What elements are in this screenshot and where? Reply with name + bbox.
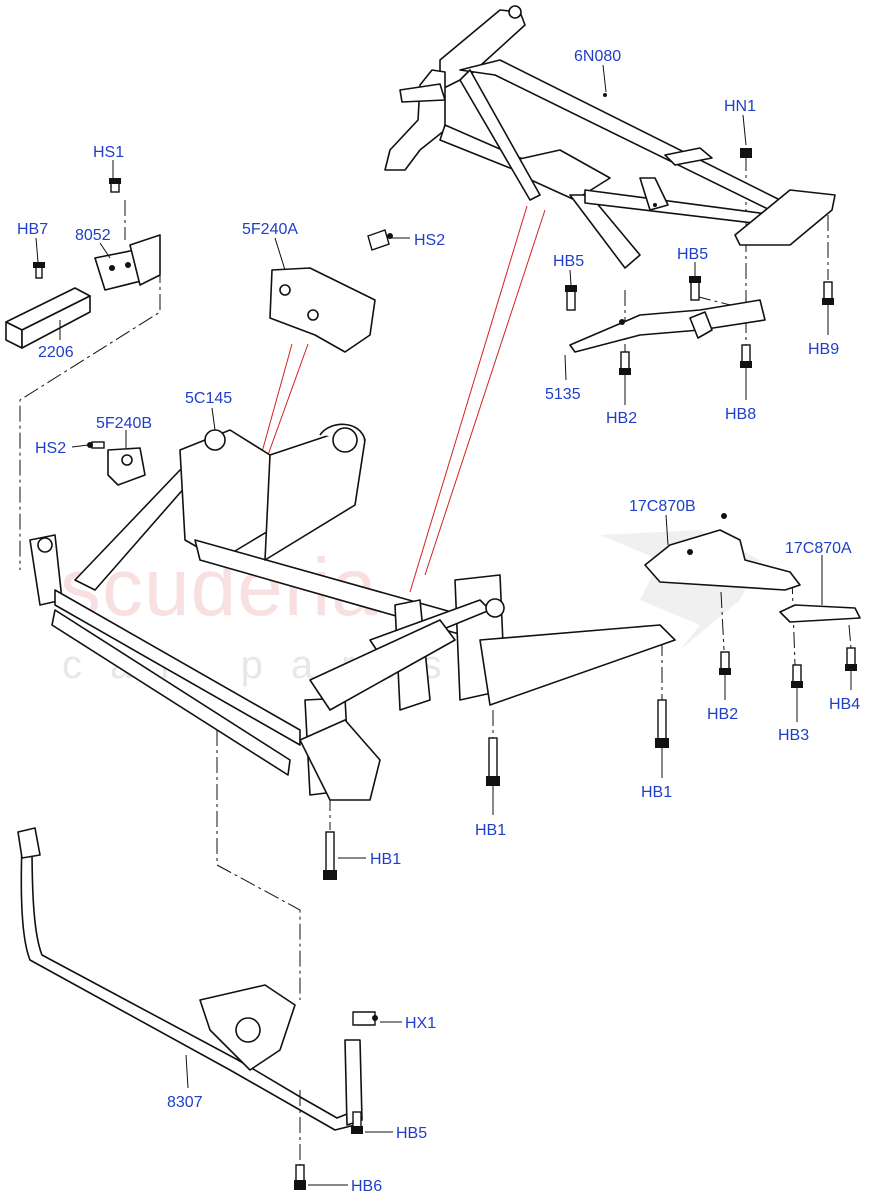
callout-hb1-mid: HB1 (475, 822, 506, 839)
bracket-8052 (94, 234, 161, 291)
callouts: HS1 HB7 8052 2206 5F240A HS2 6N080 HN1 H… (17, 48, 860, 1195)
bolt-hb4 (845, 647, 857, 671)
callout-17c870a: 17C870A (785, 540, 852, 557)
bolt-hb2-a (619, 351, 631, 375)
subframe-5c145 (29, 423, 676, 801)
callout-hs2-top: HS2 (414, 232, 445, 249)
callout-hn1: HN1 (724, 98, 756, 115)
bracket-5135 (569, 299, 766, 353)
callout-hb6: HB6 (351, 1178, 382, 1195)
callout-hx1: HX1 (405, 1015, 436, 1032)
pad-5f240a (269, 267, 376, 353)
bar-8307 (17, 827, 363, 1131)
callout-hb5-low: HB5 (396, 1125, 427, 1142)
callout-hb8: HB8 (725, 406, 756, 423)
callout-8307: 8307 (167, 1094, 203, 1111)
callout-5f240b: 5F240B (96, 415, 152, 432)
bolt-hb1-mid (486, 737, 500, 786)
bolt-hs2-top (367, 229, 393, 251)
callout-5c145: 5C145 (185, 390, 232, 407)
leader-lines (35, 64, 852, 1186)
callout-hb4: HB4 (829, 696, 860, 713)
bolt-hb5-b (689, 276, 701, 301)
callout-hb1-r: HB1 (641, 784, 672, 801)
callout-5135: 5135 (545, 386, 581, 403)
callout-hb2-b: HB2 (707, 706, 738, 723)
bracket-17c870a (779, 604, 861, 623)
bolt-hb9 (822, 281, 834, 305)
callout-hb2-a: HB2 (606, 410, 637, 427)
bolt-hn1 (740, 148, 752, 158)
callout-hs1: HS1 (93, 144, 124, 161)
bolt-hb6 (294, 1164, 306, 1190)
callout-17c870b: 17C870B (629, 498, 696, 515)
bolt-hb8 (740, 344, 752, 368)
bolt-hb2-b (719, 651, 731, 675)
bolt-hs2-mid (87, 441, 105, 449)
bolt-hb1-r (655, 699, 669, 748)
bracket-17c870b (644, 513, 801, 591)
bolt-hb3 (791, 664, 803, 688)
bolt-hb5-a (565, 285, 577, 311)
callout-5f240a: 5F240A (242, 221, 298, 238)
tube-2206 (5, 287, 91, 349)
callout-hb5-b: HB5 (677, 246, 708, 263)
bolts (33, 148, 857, 1190)
bolt-hb5-low (351, 1111, 363, 1134)
callout-hb1-low: HB1 (370, 851, 401, 868)
bolt-hx1 (352, 1011, 378, 1026)
bolt-hs1 (109, 178, 121, 193)
callout-hb9: HB9 (808, 341, 839, 358)
cross-member-6n080 (384, 5, 836, 269)
callout-8052: 8052 (75, 227, 111, 244)
callout-hb3: HB3 (778, 727, 809, 744)
callout-6n080: 6N080 (574, 48, 621, 65)
bolt-hb1-low (323, 831, 337, 880)
red-leader-lines (261, 205, 546, 593)
callout-hb7: HB7 (17, 221, 48, 238)
pad-5f240b (107, 447, 146, 486)
callout-hs2-mid: HS2 (35, 440, 66, 457)
callout-hb5-a: HB5 (553, 253, 584, 270)
bolt-hb7 (33, 262, 45, 279)
callout-2206: 2206 (38, 344, 74, 361)
